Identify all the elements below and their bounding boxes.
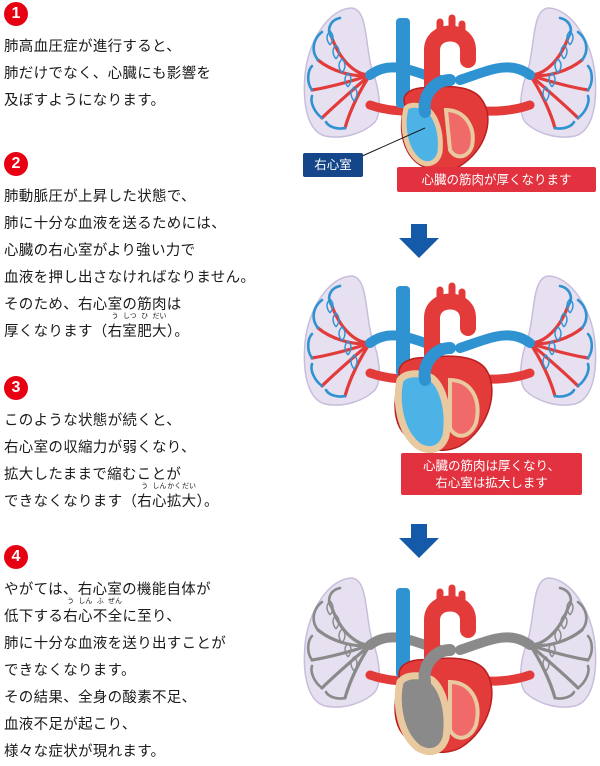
step-number-badge: 1 [4,2,28,26]
step-text-line: このような状態が続くと、 [4,408,300,435]
callout-dilated-ventricle: 心臓の筋肉は厚くなり、 右心室は拡大します [401,453,582,495]
ruby-reading: かく [167,482,182,490]
ruby-base: 心しん [78,597,93,625]
ruby-reading: う [67,597,75,605]
step-number-badge: 3 [4,376,28,400]
step-2: 2 肺動脈圧が上昇した状態で、肺に十分な血液を送るためには、心臓の右心室がより強… [0,152,300,346]
text-segment: やがては、右心室の機能自体が [4,582,211,598]
step-text-line: 肺高血圧症が進行すると、 [4,34,300,61]
ruby-reading: う [141,482,149,490]
text-segment: 心臓の右心室がより強い力で [4,243,196,259]
lung [520,275,597,406]
ruby-base: 全ぜん [107,597,123,625]
text-segment: 血液不足が起こり、 [4,717,137,733]
step-text-line: 右心室の収縮力が弱くなり、 [4,435,300,462]
text-segment: このような状態が続くと、 [4,413,182,429]
down-arrow-icon [399,224,439,258]
text-segment: に至り、 [122,609,182,625]
text-segment: 厚くなります（ [4,324,108,340]
text-segment: そのため、右心室の筋肉は [4,297,182,313]
step-text-line: できなくなります（右う心しん拡かく大だい）。 [4,482,300,516]
ruby-reading: ひ [141,312,149,320]
ruby-reading: しつ [123,312,137,320]
illustration-stage-1: 右心室 心臓の筋肉が厚くなります [300,0,600,200]
ruby-reading: だい [152,312,167,320]
heart-lungs-illustration [303,577,597,756]
text-segment: 拡大したままで縮むことが [4,467,182,483]
ruby-reading: しん [152,482,167,490]
step-text-line: 血液を押し出さなければなりません。 [4,265,300,292]
callout-thick-muscle: 心臓の筋肉が厚くなります [397,167,596,192]
step-text-line: できなくなります。 [4,658,300,685]
callout-line-2: 右心室は拡大します [435,475,548,490]
step-3: 3 このような状態が続くと、右心室の収縮力が弱くなり、拡大したままで縮むことがで… [0,376,300,516]
step-text: 肺動脈圧が上昇した状態で、肺に十分な血液を送るためには、心臓の右心室がより強い力… [4,184,300,346]
step-text-line: 肺に十分な血液を送るためには、 [4,211,300,238]
step-text: このような状態が続くと、右心室の収縮力が弱くなり、拡大したままで縮むことができな… [4,408,300,516]
step-text-line: 様々な症状が現れます。 [4,739,300,766]
ruby-base: 右う [63,597,79,625]
text-segment: 右心室の収縮力が弱くなり、 [4,440,196,456]
step-text-line: その結果、全身の酸素不足、 [4,685,300,712]
step-text: 肺高血圧症が進行すると、肺だけでなく、心臓にも影響を及ぼすようになります。 [4,34,300,115]
text-segment: 肺に十分な血液を送るためには、 [4,216,226,232]
text-segment: ）。 [166,324,190,340]
step-4: 4 やがては、右心室の機能自体が低下する右う心しん不ふ全ぜんに至り、肺に十分な血… [0,545,300,766]
text-segment: 肺に十分な血液を送り出すことが [4,636,226,652]
step-text-line: 低下する右う心しん不ふ全ぜんに至り、 [4,597,300,631]
callout-line-1: 心臓の筋肉は厚くなり、 [422,458,560,473]
ruby-reading: ぜん [108,597,123,605]
step-text-line: 肺動脈圧が上昇した状態で、 [4,184,300,211]
lung [520,577,597,708]
step-text-line: 肺だけでなく、心臓にも影響を [4,61,300,88]
text-segment: 低下する [4,609,64,625]
ruby-reading: う [111,312,119,320]
ruby-base: 拡かく [166,482,182,510]
illustration-stage-2: 心臓の筋肉は厚くなり、 右心室は拡大します [300,263,600,495]
step-text-line: そのため、右心室の筋肉は [4,292,300,319]
right-ventricle-label: 右心室 [303,153,363,177]
step-text-line: 厚くなります（右う室しつ肥ひ大だい）。 [4,312,300,346]
text-segment: 及ぼすようになります。 [4,93,166,109]
lung [303,275,380,406]
step-text-line: 及ぼすようになります。 [4,88,300,115]
down-arrow-icon [399,524,439,558]
step-text-line: 血液不足が起こり、 [4,712,300,739]
ruby-base: 心しん [152,482,167,510]
heart-lungs-illustration [303,7,597,172]
step-text: やがては、右心室の機能自体が低下する右う心しん不ふ全ぜんに至り、肺に十分な血液を… [4,577,300,766]
ruby-reading: しん [78,597,93,605]
text-segment: できなくなります（ [4,494,138,510]
step-number-badge: 2 [4,152,28,176]
ruby-reading: だい [182,482,197,490]
ruby-base: 右う [107,312,123,340]
step-text-line: 拡大したままで縮むことが [4,462,300,489]
text-segment: 肺だけでなく、心臓にも影響を [4,66,212,82]
ruby-base: 大だい [181,482,197,510]
ruby-base: 肥ひ [137,312,153,340]
illustration-stage-3 [300,570,600,759]
text-segment: できなくなります。 [4,663,136,679]
text-segment: ）。 [196,494,219,510]
ruby-base: 室しつ [122,312,138,340]
step-1: 1 肺高血圧症が進行すると、肺だけでなく、心臓にも影響を及ぼすようになります。 [0,2,300,115]
ruby-base: 不ふ [92,597,108,625]
text-segment: 肺高血圧症が進行すると、 [4,39,182,55]
step-number-badge: 4 [4,545,28,569]
step-text-line: 心臓の右心室がより強い力で [4,238,300,265]
ruby-reading: ふ [96,597,104,605]
step-text-line: やがては、右心室の機能自体が [4,577,300,604]
text-segment: 肺動脈圧が上昇した状態で、 [4,189,196,205]
heart-lungs-illustration [303,275,597,454]
text-segment: 血液を押し出さなければなりません。 [4,270,256,286]
text-segment: 様々な症状が現れます。 [4,744,166,760]
lung [520,7,597,138]
step-text-line: 肺に十分な血液を送り出すことが [4,631,300,658]
text-segment: その結果、全身の酸素不足、 [4,690,197,706]
ruby-base: 右う [137,482,153,510]
ruby-base: 大だい [152,312,167,340]
